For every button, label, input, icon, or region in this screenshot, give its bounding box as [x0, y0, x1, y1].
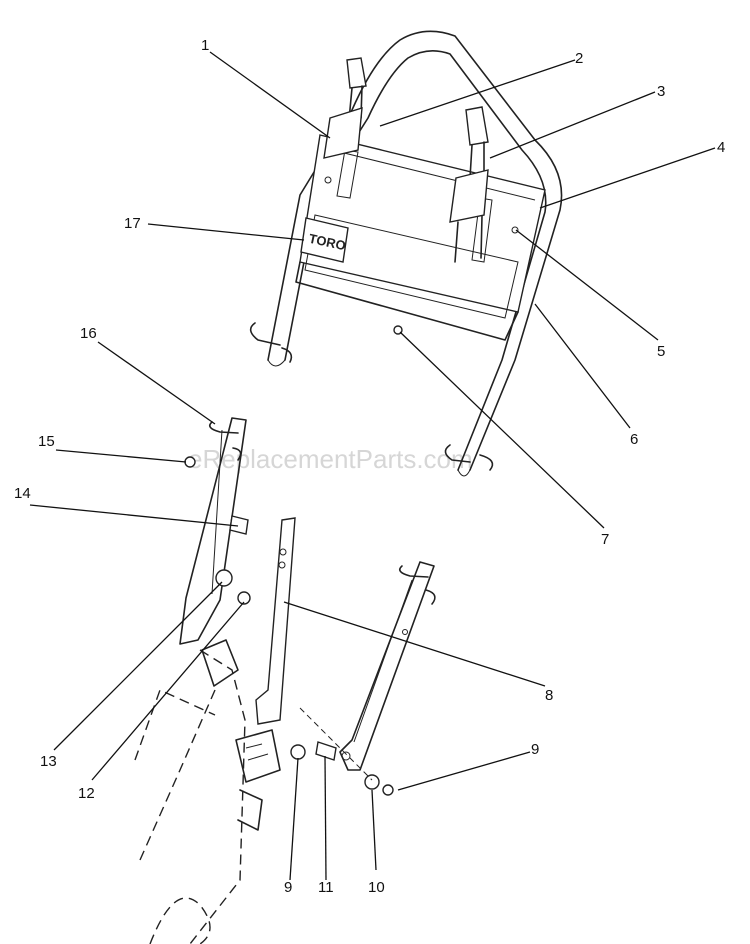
callout-2: 2: [575, 50, 583, 67]
callout-14: 14: [14, 485, 31, 502]
nut-15: [184, 456, 196, 468]
callout-9-right: 9: [531, 741, 539, 758]
callout-12: 12: [78, 785, 95, 802]
callout-5: 5: [657, 343, 665, 360]
nut-9-left: [290, 744, 306, 760]
callout-16: 16: [80, 325, 97, 342]
callout-4: 4: [717, 139, 725, 156]
control-lever-right: [449, 106, 489, 263]
callout-labels: 1 2 3 4 5 6 7 8 9 10 11 9 12 13 14 15 16…: [14, 37, 725, 896]
callout-9-left: 9: [284, 879, 292, 896]
callout-3: 3: [657, 83, 665, 100]
callout-10: 10: [368, 879, 385, 896]
leader-lines: [29, 51, 716, 881]
callout-17: 17: [124, 215, 141, 232]
control-lever-left: [323, 57, 367, 159]
center-bracket: [255, 517, 296, 725]
lower-handle-left: [179, 417, 247, 645]
callout-11: 11: [318, 879, 334, 896]
bolt-11: [315, 741, 337, 761]
watermark: eReplacementParts.com: [188, 444, 473, 474]
washer-10: [364, 774, 380, 790]
callout-13: 13: [40, 753, 57, 770]
callout-7: 7: [601, 531, 609, 548]
deck-housing: [134, 639, 281, 944]
callout-6: 6: [630, 431, 638, 448]
lower-handle-right: [339, 561, 436, 771]
nut-9-right: [382, 784, 394, 796]
callout-1: 1: [201, 37, 209, 54]
bolt-13: [215, 569, 233, 587]
washer-12: [237, 591, 251, 605]
callout-15: 15: [38, 433, 55, 450]
callout-8: 8: [545, 687, 553, 704]
control-panel: TORO: [295, 134, 546, 341]
